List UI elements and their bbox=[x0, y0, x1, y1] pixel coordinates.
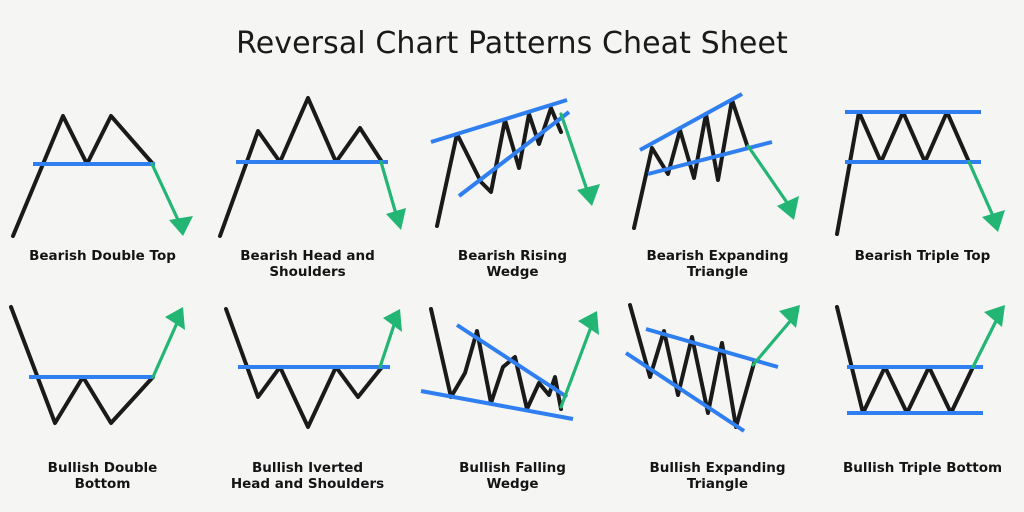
lower-wedge-support-line bbox=[420, 389, 573, 421]
breakout-arrow-head bbox=[385, 208, 406, 230]
price-action-line bbox=[10, 114, 155, 238]
pattern-card-bearish-head-and-shoulders[interactable]: Bearish Head and Shoulders bbox=[205, 86, 410, 296]
pattern-card-bullish-inverted-head-and-shoulders[interactable]: Bullish Iverted Head and Shoulders bbox=[205, 296, 410, 506]
price-action-line bbox=[627, 303, 756, 429]
breakout-arrow-head bbox=[981, 210, 1005, 232]
breakout-arrow-shaft bbox=[966, 160, 995, 218]
breakout-arrow-head bbox=[576, 184, 600, 206]
breakout-arrow-shaft bbox=[750, 317, 794, 367]
bearish-expanding-triangle-chart bbox=[631, 92, 799, 230]
lower-expanding-support-line bbox=[624, 351, 745, 433]
bullish-expanding-triangle-chart bbox=[624, 303, 800, 433]
pattern-card-bullish-double-bottom[interactable]: Bullish Double Bottom bbox=[0, 296, 205, 506]
pattern-card-bullish-triple-bottom[interactable]: Bullish Triple Bottom bbox=[820, 296, 1024, 506]
bullish-inverted-head-and-shoulders-chart bbox=[223, 307, 402, 429]
pattern-label: Bearish Triple Top bbox=[854, 248, 991, 264]
bearish-triple-top-chart bbox=[834, 110, 1005, 236]
bullish-falling-wedge-chart bbox=[420, 307, 599, 421]
upper-wedge-resistance-line bbox=[455, 323, 568, 399]
price-action-line bbox=[631, 98, 750, 230]
pattern-label: Bullish Iverted Head and Shoulders bbox=[230, 460, 385, 493]
bearish-rising-wedge-chart bbox=[429, 98, 600, 228]
price-action-line bbox=[834, 110, 971, 236]
price-action-line bbox=[428, 307, 563, 411]
pattern-label: Bullish Falling Wedge bbox=[459, 460, 566, 493]
price-action-line bbox=[217, 96, 384, 238]
breakout-arrow-shaft bbox=[377, 323, 396, 369]
pattern-grid: Bearish Double Top Bearish Head and Shou… bbox=[0, 86, 1024, 506]
lower-wedge-support-line bbox=[457, 110, 570, 198]
page-title: Reversal Chart Patterns Cheat Sheet bbox=[236, 26, 788, 61]
breakout-arrow-shaft bbox=[149, 162, 181, 224]
pattern-label: Bullish Double Bottom bbox=[47, 460, 158, 493]
pattern-card-bearish-triple-top[interactable]: Bearish Triple Top bbox=[820, 86, 1024, 296]
breakout-arrow-shaft bbox=[150, 321, 179, 379]
breakout-arrow-head bbox=[577, 311, 599, 335]
pattern-card-bullish-falling-wedge[interactable]: Bullish Falling Wedge bbox=[410, 296, 615, 506]
price-action-line bbox=[223, 307, 384, 429]
upper-wedge-resistance-line bbox=[429, 98, 568, 144]
lower-expanding-support-line bbox=[647, 140, 772, 176]
pattern-label: Bullish Triple Bottom bbox=[842, 460, 1003, 476]
pattern-card-bearish-double-top[interactable]: Bearish Double Top bbox=[0, 86, 205, 296]
breakout-arrow-head bbox=[776, 196, 799, 220]
breakout-arrow-head bbox=[382, 309, 402, 332]
breakout-arrow-shaft bbox=[558, 325, 593, 409]
breakout-arrow-head bbox=[778, 305, 800, 328]
pattern-card-bullish-expanding-triangle[interactable]: Bullish Expanding Triangle bbox=[615, 296, 820, 506]
breakout-arrow-head bbox=[983, 305, 1005, 327]
price-action-line bbox=[8, 305, 155, 425]
breakout-arrow-shaft bbox=[970, 317, 999, 369]
breakout-arrow-head bbox=[164, 307, 185, 330]
pattern-label: Bearish Expanding Triangle bbox=[646, 248, 789, 281]
bullish-double-bottom-chart bbox=[8, 305, 185, 425]
breakout-arrow-head bbox=[168, 216, 193, 236]
bearish-head-and-shoulders-chart bbox=[217, 96, 406, 238]
pattern-label: Bearish Head and Shoulders bbox=[240, 248, 375, 281]
breakout-arrow-shaft bbox=[558, 112, 589, 192]
bullish-triple-bottom-chart bbox=[834, 305, 1005, 415]
breakout-arrow-shaft bbox=[378, 160, 398, 216]
price-action-line bbox=[834, 305, 975, 415]
pattern-card-bearish-rising-wedge[interactable]: Bearish Rising Wedge bbox=[410, 86, 615, 296]
pattern-label: Bullish Expanding Triangle bbox=[649, 460, 786, 493]
bearish-double-top-chart bbox=[10, 114, 193, 238]
upper-expanding-resistance-line bbox=[638, 92, 743, 152]
price-action-line bbox=[434, 106, 563, 228]
breakout-arrow-shaft bbox=[745, 144, 790, 206]
pattern-label: Bearish Rising Wedge bbox=[457, 248, 568, 281]
pattern-label: Bearish Double Top bbox=[29, 248, 176, 264]
pattern-card-bearish-expanding-triangle[interactable]: Bearish Expanding Triangle bbox=[615, 86, 820, 296]
